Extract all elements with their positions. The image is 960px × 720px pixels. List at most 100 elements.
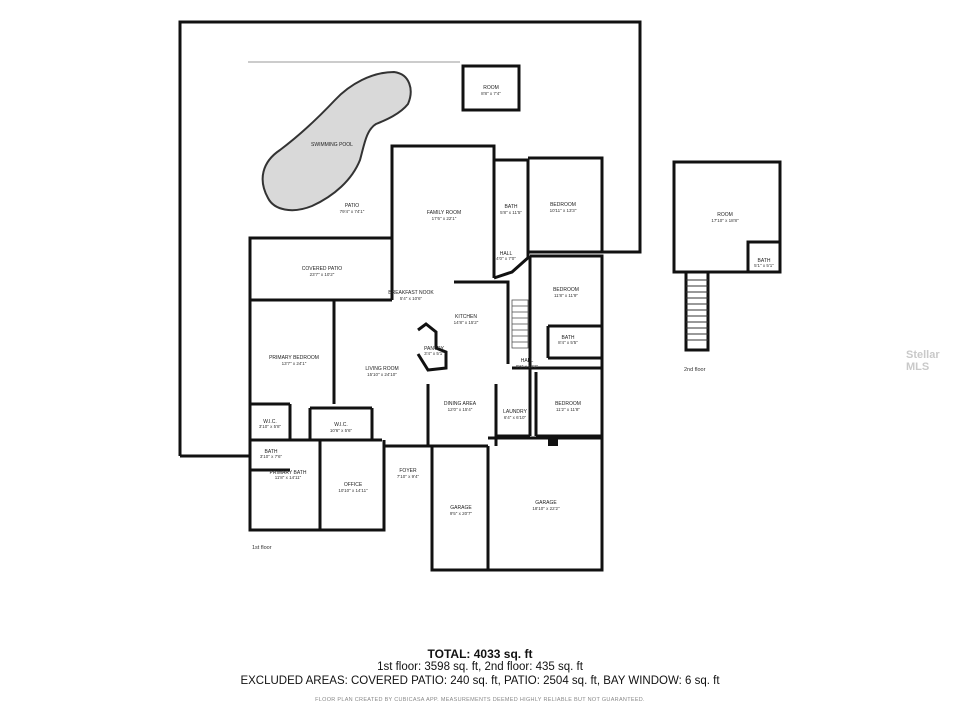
disclaimer: FLOOR PLAN CREATED BY CUBICASA APP. MEAS… xyxy=(315,697,645,703)
svg-text:GARAGE: GARAGE xyxy=(450,505,472,511)
floor-label-second: 2nd floor xyxy=(684,367,706,373)
room-label-bath-2nd: BATH 5'1" x 5'1" xyxy=(754,258,774,268)
room-label-kitchen: KITCHEN 14'8" x 15'2" xyxy=(454,314,479,325)
room-label-bedroom-2: BEDROOM 11'8" x 11'9" xyxy=(553,287,579,298)
svg-text:10'11" x 13'3": 10'11" x 13'3" xyxy=(550,208,577,213)
stairs-first-floor xyxy=(511,299,529,349)
room-label-hall-2: HALL 9'6" x 10'2" xyxy=(516,358,539,369)
svg-text:PATIO: PATIO xyxy=(345,203,359,209)
room-label-room-2nd: ROOM 17'10" x 18'8" xyxy=(711,212,739,223)
svg-text:FOYER: FOYER xyxy=(399,468,417,474)
svg-text:23'7" x 10'2": 23'7" x 10'2" xyxy=(310,272,335,277)
svg-text:BEDROOM: BEDROOM xyxy=(550,202,576,208)
room-label-bedroom-3: BEDROOM 11'2" x 11'8" xyxy=(555,401,581,412)
swimming-pool-shape xyxy=(261,70,412,212)
svg-text:11'2" x 11'8": 11'2" x 11'8" xyxy=(556,407,580,412)
svg-text:11'8" x 14'11": 11'8" x 14'11" xyxy=(275,475,302,480)
svg-text:HALL: HALL xyxy=(521,358,534,364)
svg-text:9'5" x 20'7": 9'5" x 20'7" xyxy=(450,511,473,516)
room-label-bath-2: BATH 8'4" x 5'5" xyxy=(558,335,578,345)
svg-text:18'10" x 22'2": 18'10" x 22'2" xyxy=(532,506,560,511)
svg-text:12'0" x 15'4": 12'0" x 15'4" xyxy=(448,407,473,412)
svg-text:BATH: BATH xyxy=(562,335,575,341)
svg-text:13'7" x 24'1": 13'7" x 24'1" xyxy=(282,361,307,366)
patio-outline xyxy=(178,20,642,458)
room-label-covered-patio: COVERED PATIO 23'7" x 10'2" xyxy=(302,266,342,277)
svg-text:5'8" x 11'5": 5'8" x 11'5" xyxy=(500,210,522,215)
room-label-shed: ROOM 8'8" x 7'4" xyxy=(481,85,501,96)
excluded-areas: EXCLUDED AREAS: COVERED PATIO: 240 sq. f… xyxy=(240,675,720,687)
svg-text:ROOM: ROOM xyxy=(483,85,499,91)
svg-text:BATH: BATH xyxy=(505,204,518,210)
room-label-wic-large: W.I.C. 10'6" x 5'6" xyxy=(330,422,353,433)
room-label-family-room: FAMILY ROOM 17'6" x 22'1" xyxy=(427,210,461,221)
svg-text:7'10" x 9'4": 7'10" x 9'4" xyxy=(397,474,420,479)
svg-text:17'6" x 22'1": 17'6" x 22'1" xyxy=(432,216,457,221)
svg-text:OFFICE: OFFICE xyxy=(344,482,363,488)
room-label-bedroom-1: BEDROOM 10'11" x 13'3" xyxy=(550,202,577,213)
stairs-second-floor xyxy=(686,279,708,341)
svg-text:LIVING ROOM: LIVING ROOM xyxy=(365,366,398,372)
svg-text:5'4" x 10'6": 5'4" x 10'6" xyxy=(400,296,423,301)
room-label-foyer: FOYER 7'10" x 9'4" xyxy=(397,468,420,479)
svg-text:W.I.C.: W.I.C. xyxy=(334,422,348,428)
room-label-garage-large: GARAGE 18'10" x 22'2" xyxy=(532,500,560,511)
svg-text:10'10" x 14'11": 10'10" x 14'11" xyxy=(338,488,368,493)
room-label-patio: PATIO 79'4" x 74'1" xyxy=(340,203,365,214)
room-label-wic-small: W.I.C. 3'10" x 5'8" xyxy=(259,419,282,429)
room-label-laundry: LAUNDRY 6'4" x 6'10" xyxy=(503,409,527,420)
svg-text:3'10" x 5'8": 3'10" x 5'8" xyxy=(259,424,282,429)
svg-text:3'4" x 5'1": 3'4" x 5'1" xyxy=(424,351,444,356)
svg-text:COVERED PATIO: COVERED PATIO xyxy=(302,266,342,272)
svg-text:8'4" x 5'5": 8'4" x 5'5" xyxy=(558,340,578,345)
room-label-breakfast-nook: BREAKFAST NOOK 5'4" x 10'6" xyxy=(388,290,434,301)
svg-text:6'4" x 6'10": 6'4" x 6'10" xyxy=(504,415,527,420)
svg-text:9'6" x 10'2": 9'6" x 10'2" xyxy=(516,364,539,369)
floor-label-first: 1st floor xyxy=(252,545,272,551)
svg-text:BEDROOM: BEDROOM xyxy=(555,401,581,407)
main-house-walls xyxy=(248,144,604,572)
room-label-primary-bath: PRIMARY BATH 11'8" x 14'11" xyxy=(270,470,307,480)
chimney-block xyxy=(548,438,558,446)
svg-text:17'10" x 18'8": 17'10" x 18'8" xyxy=(711,218,739,223)
svg-text:PRIMARY BATH: PRIMARY BATH xyxy=(270,470,307,476)
svg-text:PRIMARY BEDROOM: PRIMARY BEDROOM xyxy=(269,355,319,361)
svg-text:PANTRY: PANTRY xyxy=(424,346,444,352)
svg-text:DINING AREA: DINING AREA xyxy=(444,401,477,407)
svg-text:4'0" x 7'0": 4'0" x 7'0" xyxy=(496,256,516,261)
room-label-office: OFFICE 10'10" x 14'11" xyxy=(338,482,368,493)
room-label-swimming-pool: SWIMMING POOL xyxy=(311,142,353,148)
svg-text:79'4" x 74'1": 79'4" x 74'1" xyxy=(340,209,365,214)
svg-text:15'10" x 24'10": 15'10" x 24'10" xyxy=(367,372,397,377)
room-label-pantry: PANTRY 3'4" x 5'1" xyxy=(424,346,444,356)
svg-text:LAUNDRY: LAUNDRY xyxy=(503,409,527,415)
floor-areas: 1st floor: 3598 sq. ft, 2nd floor: 435 s… xyxy=(377,661,583,673)
svg-text:11'8" x 11'9": 11'8" x 11'9" xyxy=(554,293,578,298)
room-label-dining-area: DINING AREA 12'0" x 15'4" xyxy=(444,401,477,412)
svg-text:BATH: BATH xyxy=(758,258,771,264)
room-label-bath-1: BATH 5'8" x 11'5" xyxy=(500,204,522,215)
room-label-living-room: LIVING ROOM 15'10" x 24'10" xyxy=(365,366,398,377)
svg-text:SWIMMING POOL: SWIMMING POOL xyxy=(311,142,353,148)
watermark: Stellar MLS xyxy=(906,349,940,373)
svg-text:14'8" x 15'2": 14'8" x 15'2" xyxy=(454,320,479,325)
second-floor-walls xyxy=(672,160,782,352)
svg-text:10'6" x 5'6": 10'6" x 5'6" xyxy=(330,428,353,433)
svg-text:KITCHEN: KITCHEN xyxy=(455,314,477,320)
total-area: TOTAL: 4033 sq. ft xyxy=(427,647,533,661)
svg-text:BREAKFAST NOOK: BREAKFAST NOOK xyxy=(388,290,434,296)
svg-text:BEDROOM: BEDROOM xyxy=(553,287,579,293)
room-label-hall-1: HALL 4'0" x 7'0" xyxy=(496,251,516,261)
svg-text:W.I.C.: W.I.C. xyxy=(263,419,277,425)
svg-text:3'10" x 7'6": 3'10" x 7'6" xyxy=(260,454,283,459)
svg-text:FAMILY ROOM: FAMILY ROOM xyxy=(427,210,461,216)
svg-text:ROOM: ROOM xyxy=(717,212,733,218)
svg-text:BATH: BATH xyxy=(265,449,278,455)
room-label-primary-bedroom: PRIMARY BEDROOM 13'7" x 24'1" xyxy=(269,355,319,366)
room-label-garage-small: GARAGE 9'5" x 20'7" xyxy=(450,505,473,516)
shed-room-outline xyxy=(461,64,521,112)
room-label-bath-3: BATH 3'10" x 7'6" xyxy=(260,449,283,459)
svg-text:5'1" x 5'1": 5'1" x 5'1" xyxy=(754,263,774,268)
svg-text:8'8" x 7'4": 8'8" x 7'4" xyxy=(481,91,501,96)
